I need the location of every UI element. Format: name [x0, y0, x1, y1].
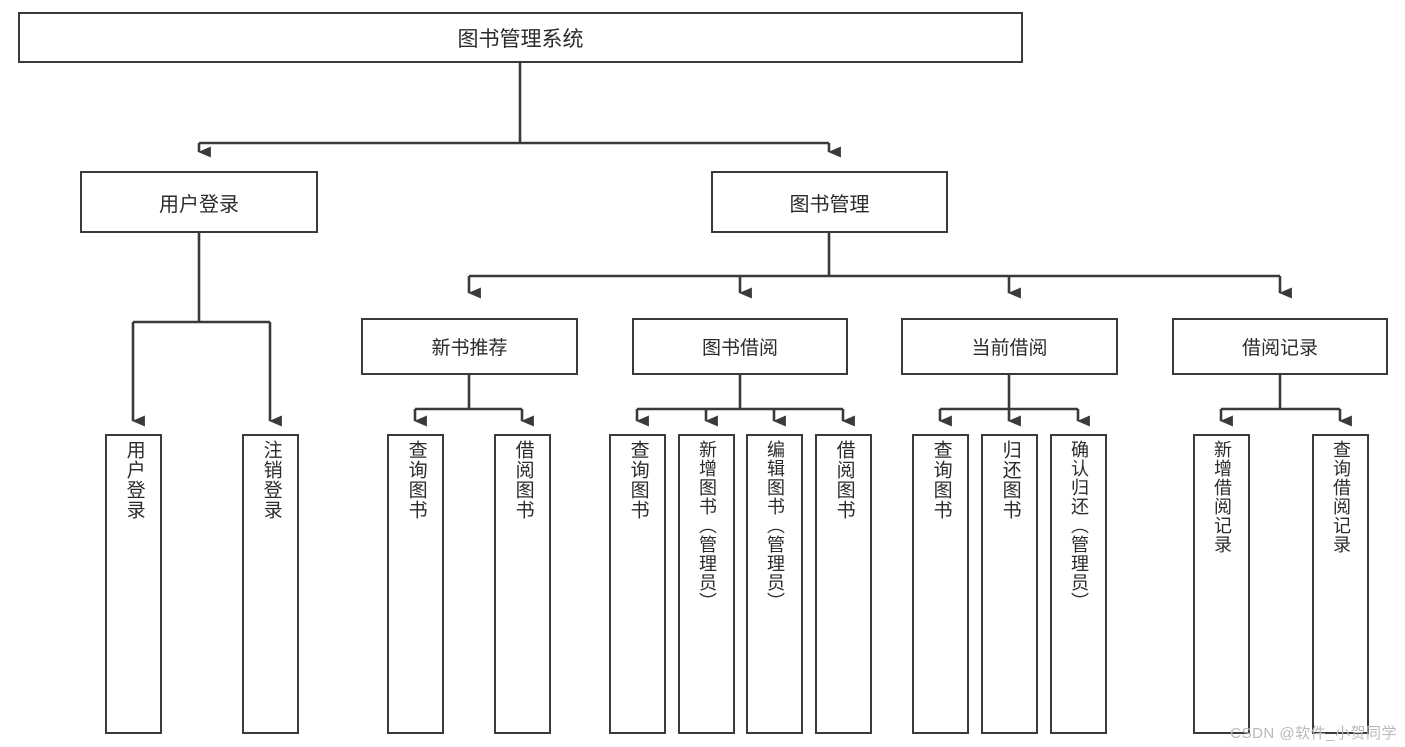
node-label: 查询借阅记录 — [1331, 440, 1352, 554]
node-label: 查询图书 — [930, 440, 952, 520]
leaf-user-login-signin[interactable]: 用户登录 — [105, 434, 162, 734]
node-label: 确认归还（管理员） — [1069, 440, 1090, 611]
node-label: 用户登录 — [123, 440, 145, 520]
node-label: 新增图书（管理员） — [697, 440, 718, 611]
leaf-user-login-signout[interactable]: 注销登录 — [242, 434, 299, 734]
node-label: 图书借阅 — [701, 338, 778, 359]
node-label: 归还图书 — [999, 440, 1021, 520]
node-label: 借阅图书 — [512, 440, 534, 520]
node-user-login[interactable]: 用户登录 — [80, 171, 318, 233]
node-new-book-recommend[interactable]: 新书推荐 — [361, 318, 578, 375]
node-label: 借阅记录 — [1241, 338, 1318, 359]
leaf-borrow-query-book[interactable]: 查询图书 — [609, 434, 666, 734]
node-label: 新书推荐 — [431, 338, 508, 359]
leaf-borrow-add-book-admin[interactable]: 新增图书（管理员） — [678, 434, 735, 734]
node-label: 用户登录 — [159, 193, 239, 216]
node-label: 编辑图书（管理员） — [765, 440, 786, 611]
leaf-new-book-borrow[interactable]: 借阅图书 — [494, 434, 551, 734]
node-book-borrow[interactable]: 图书借阅 — [632, 318, 848, 375]
csdn-watermark: CSDN @软件_小贺同学 — [1230, 725, 1397, 742]
leaf-record-add-record[interactable]: 新增借阅记录 — [1193, 434, 1250, 734]
node-label: 图书管理 — [789, 193, 870, 216]
node-current-borrow[interactable]: 当前借阅 — [901, 318, 1118, 375]
node-borrow-record[interactable]: 借阅记录 — [1172, 318, 1388, 375]
leaf-current-query-book[interactable]: 查询图书 — [912, 434, 969, 734]
node-label: 当前借阅 — [971, 338, 1048, 359]
node-label: 注销登录 — [260, 440, 282, 520]
leaf-current-return-book[interactable]: 归还图书 — [981, 434, 1038, 734]
leaf-new-book-query[interactable]: 查询图书 — [387, 434, 444, 734]
node-book-management[interactable]: 图书管理 — [711, 171, 948, 233]
leaf-current-confirm-return-admin[interactable]: 确认归还（管理员） — [1050, 434, 1107, 734]
node-label: 图书管理系统 — [457, 27, 584, 51]
node-label: 借阅图书 — [833, 440, 855, 520]
node-label: 查询图书 — [405, 440, 427, 520]
leaf-borrow-borrow-book[interactable]: 借阅图书 — [815, 434, 872, 734]
leaf-record-query-record[interactable]: 查询借阅记录 — [1312, 434, 1369, 734]
node-label: 查询图书 — [627, 440, 649, 520]
leaf-borrow-edit-book-admin[interactable]: 编辑图书（管理员） — [746, 434, 803, 734]
node-root-system[interactable]: 图书管理系统 — [18, 12, 1023, 63]
node-label: 新增借阅记录 — [1212, 440, 1233, 554]
